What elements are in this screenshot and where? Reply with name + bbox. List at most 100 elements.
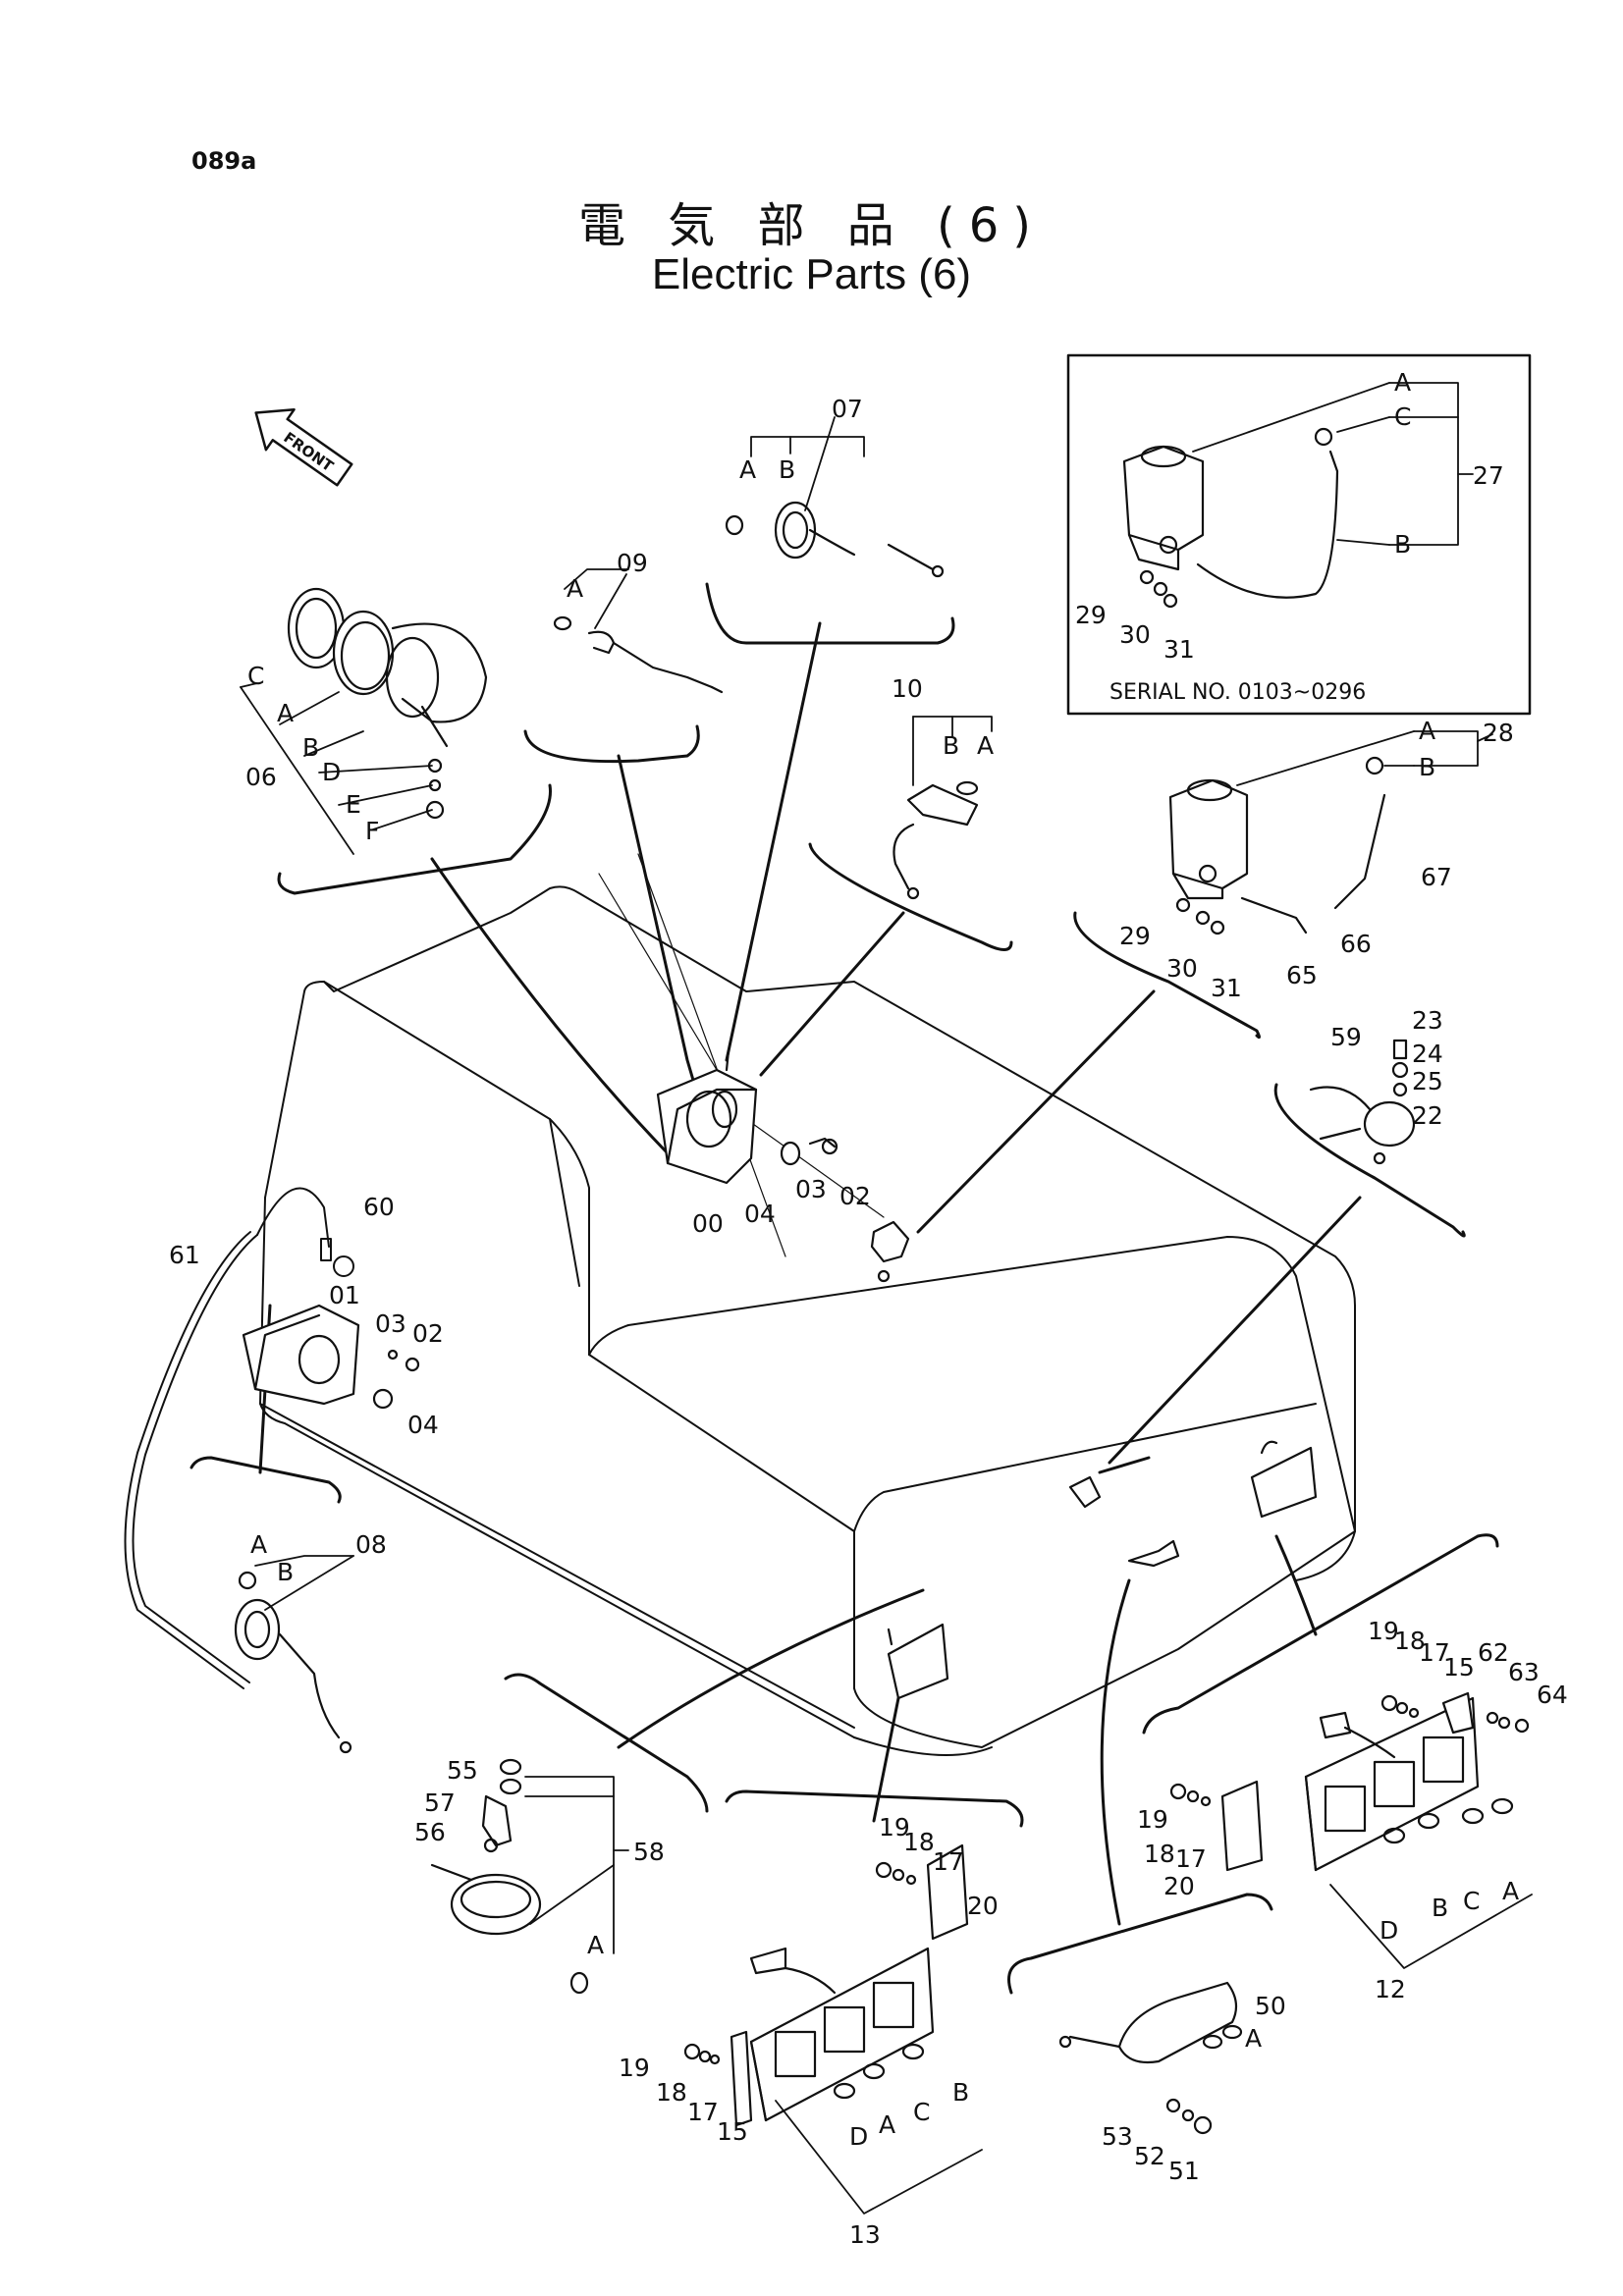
label-06E: E xyxy=(346,790,361,819)
label-27C: C xyxy=(1394,402,1411,431)
front-arrow-icon: FRONT xyxy=(254,407,353,487)
label-06C: C xyxy=(247,662,264,690)
flasher-box-01 xyxy=(242,1304,420,1410)
label-02a: 02 xyxy=(839,1182,871,1210)
label-17d: 17 xyxy=(1175,1844,1207,1873)
label-53: 53 xyxy=(1102,2122,1133,2151)
lamp-09 xyxy=(553,615,724,694)
label-10A: A xyxy=(977,731,994,760)
label-13B: B xyxy=(952,2078,969,2107)
label-02b: 02 xyxy=(412,1319,444,1348)
label-06: 06 xyxy=(245,763,277,791)
label-31a: 31 xyxy=(1163,635,1195,664)
label-52: 52 xyxy=(1134,2142,1165,2170)
label-10: 10 xyxy=(892,674,923,703)
page-title-english: Electric Parts (6) xyxy=(651,250,972,298)
label-01: 01 xyxy=(329,1281,360,1309)
label-13: 13 xyxy=(849,2220,881,2249)
lamp-08 xyxy=(234,1571,352,1754)
horn-22 xyxy=(1309,1039,1416,1165)
solenoid-27 xyxy=(1122,427,1339,609)
label-00: 00 xyxy=(692,1209,724,1238)
label-08: 08 xyxy=(355,1530,387,1559)
label-28A: A xyxy=(1419,717,1435,745)
label-12C: C xyxy=(1463,1887,1480,1915)
lamp-07 xyxy=(725,501,945,578)
label-19a: 19 xyxy=(1368,1617,1399,1645)
label-13D: D xyxy=(849,2122,868,2151)
label-24: 24 xyxy=(1412,1040,1443,1068)
label-60: 60 xyxy=(363,1193,395,1221)
label-07B: B xyxy=(779,455,795,484)
label-27A: A xyxy=(1394,368,1411,397)
label-18a: 18 xyxy=(1394,1627,1426,1655)
rear-lamp-13 xyxy=(683,1843,969,2127)
bracket-arcs xyxy=(189,582,1499,1995)
label-18b: 18 xyxy=(903,1828,935,1856)
lamp-right-side xyxy=(887,1440,1318,1700)
head-lamp-06 xyxy=(287,587,488,820)
label-brackets xyxy=(240,382,1533,2215)
label-29b: 29 xyxy=(1119,922,1151,950)
label-06F: F xyxy=(365,817,379,845)
label-06D: D xyxy=(322,758,341,786)
label-31b: 31 xyxy=(1211,974,1242,1002)
label-17b: 17 xyxy=(933,1847,964,1876)
label-04b: 04 xyxy=(407,1411,439,1439)
label-64: 64 xyxy=(1537,1681,1568,1709)
label-50A: A xyxy=(1245,2024,1262,2053)
label-12D: D xyxy=(1380,1916,1398,1945)
label-08B: B xyxy=(277,1558,294,1586)
label-13C: C xyxy=(913,2098,930,2126)
label-57: 57 xyxy=(424,1789,456,1817)
label-10B: B xyxy=(943,731,959,760)
label-25: 25 xyxy=(1412,1067,1443,1095)
label-19b: 19 xyxy=(879,1813,910,1842)
label-17a: 17 xyxy=(1419,1638,1450,1667)
page-title-japanese: 電 気 部 品 (6) xyxy=(577,198,1046,253)
label-20b: 20 xyxy=(967,1892,999,1920)
label-17c: 17 xyxy=(687,2098,719,2126)
label-62: 62 xyxy=(1478,1638,1509,1667)
label-67: 67 xyxy=(1421,863,1452,891)
label-19d: 19 xyxy=(1137,1805,1168,1834)
label-13A: A xyxy=(879,2110,895,2139)
label-27: 27 xyxy=(1473,461,1504,490)
label-22: 22 xyxy=(1412,1101,1443,1130)
label-66: 66 xyxy=(1340,930,1372,958)
label-15a: 15 xyxy=(1443,1653,1475,1682)
label-30b: 30 xyxy=(1166,954,1198,983)
label-23: 23 xyxy=(1412,1006,1443,1035)
rear-lamp-12 xyxy=(1169,1691,1530,1872)
label-07: 07 xyxy=(832,395,863,423)
label-19c: 19 xyxy=(619,2054,650,2082)
label-65: 65 xyxy=(1286,961,1318,989)
page-code: 089a xyxy=(191,147,257,175)
label-06A: A xyxy=(277,699,294,727)
flasher-box-00 xyxy=(656,1048,839,1185)
label-58A: A xyxy=(587,1931,604,1959)
solenoid-28 xyxy=(1168,756,1386,935)
cab-outline xyxy=(259,885,1356,1756)
label-18c: 18 xyxy=(656,2078,687,2107)
label-28B: B xyxy=(1419,753,1435,781)
cable-61 xyxy=(124,1187,354,1689)
label-55: 55 xyxy=(447,1756,478,1785)
room-lamp-50 xyxy=(1058,1981,1243,2135)
beacon-58 xyxy=(430,1758,589,1995)
serial-note: SERIAL NO. 0103~0296 xyxy=(1109,680,1366,705)
lamp-10 xyxy=(893,780,979,900)
label-27B: B xyxy=(1394,530,1411,559)
label-29a: 29 xyxy=(1075,601,1107,629)
label-08A: A xyxy=(250,1530,267,1559)
label-07A: A xyxy=(739,455,756,484)
label-06B: B xyxy=(302,733,319,762)
label-12: 12 xyxy=(1375,1975,1406,2003)
label-03b: 03 xyxy=(375,1309,406,1338)
label-59: 59 xyxy=(1330,1023,1362,1051)
switch-center xyxy=(870,1220,1180,1568)
label-12A: A xyxy=(1502,1877,1519,1905)
label-30a: 30 xyxy=(1119,620,1151,649)
label-61: 61 xyxy=(169,1241,200,1269)
